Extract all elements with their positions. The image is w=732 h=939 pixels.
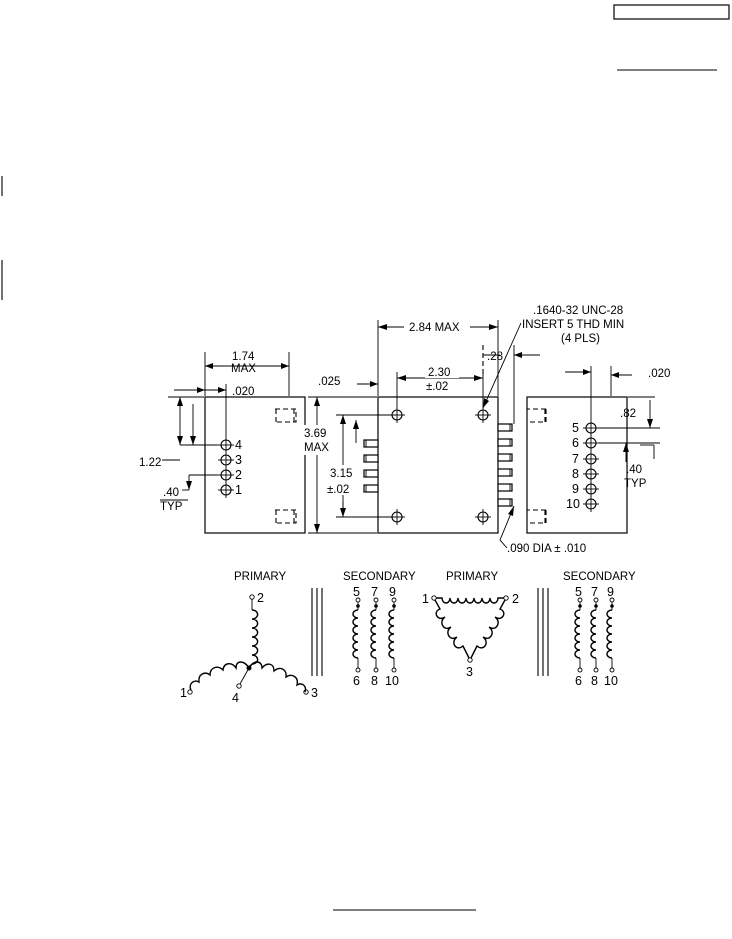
delta-terminal-3: 3 bbox=[466, 665, 473, 679]
delta-sec-bottom-8: 8 bbox=[591, 674, 598, 688]
wye-sec-top-9: 9 bbox=[389, 585, 396, 599]
pin-dia-note: .090 DIA ± .010 bbox=[507, 543, 586, 555]
left-pin-2 bbox=[218, 467, 234, 483]
right-end-view: 5 6 7 8 9 10 .020 .82 .40 TYP bbox=[526, 366, 670, 534]
right-row-offset: .82 bbox=[620, 408, 636, 420]
wye-terminal-2: 2 bbox=[257, 591, 264, 605]
height-value: 3.69 bbox=[304, 428, 326, 440]
wye-sec-top-5: 5 bbox=[353, 585, 360, 599]
delta-sec-top-7: 7 bbox=[591, 585, 598, 599]
overall-width: 2.84 MAX bbox=[409, 322, 460, 334]
delta-terminal-2: 2 bbox=[512, 592, 519, 606]
left-pin-label-4: 4 bbox=[235, 438, 242, 452]
thread-note-line2: INSERT 5 THD MIN bbox=[522, 319, 624, 331]
mount-spacing-value: 2.30 bbox=[428, 367, 450, 379]
right-pin-label-5: 5 bbox=[572, 421, 579, 435]
left-pin-dia: .020 bbox=[232, 386, 254, 398]
delta-sec-top-5: 5 bbox=[575, 585, 582, 599]
left-end-view: 4 3 2 1 1.74 MAX .020 1.22 .40 TYP bbox=[139, 351, 306, 534]
delta-schematic: PRIMARY SECONDARY 1 2 3 bbox=[422, 571, 636, 688]
left-pin-label-2: 2 bbox=[235, 468, 242, 482]
stud-offset: .28 bbox=[487, 351, 503, 363]
delta-sec-bottom-6: 6 bbox=[575, 674, 582, 688]
hole-spacing-tol: ±.02 bbox=[327, 484, 349, 496]
left-width-word: MAX bbox=[231, 363, 256, 375]
wye-schematic: PRIMARY SECONDARY 2 1 3 4 bbox=[180, 571, 416, 705]
left-pin-1 bbox=[218, 482, 234, 498]
hole-spacing-value: 3.15 bbox=[330, 468, 352, 480]
mount-hole-br bbox=[475, 509, 491, 525]
title-block-box bbox=[613, 4, 730, 20]
right-pitch-word: TYP bbox=[624, 478, 647, 490]
right-pin-6 bbox=[583, 435, 599, 451]
edge-dim: .025 bbox=[318, 376, 340, 388]
thread-note-line3: (4 PLS) bbox=[561, 333, 600, 345]
delta-secondary-title: SECONDARY bbox=[563, 571, 636, 583]
center-left-terminals bbox=[363, 439, 379, 493]
left-pin-3 bbox=[218, 452, 234, 468]
left-pitch-word: TYP bbox=[160, 501, 183, 513]
delta-terminal-1: 1 bbox=[422, 592, 429, 606]
wye-terminal-3: 3 bbox=[311, 686, 318, 700]
left-width-value: 1.74 bbox=[232, 351, 255, 363]
left-pin-label-1: 1 bbox=[235, 483, 242, 497]
right-pin-label-10: 10 bbox=[566, 497, 580, 511]
right-pin-dia: .020 bbox=[648, 368, 670, 380]
wye-terminal-4: 4 bbox=[232, 691, 239, 705]
right-pin-label-8: 8 bbox=[572, 467, 579, 481]
delta-secondary-coils bbox=[574, 597, 615, 673]
right-pitch-value: .40 bbox=[626, 464, 642, 476]
wye-sec-bottom-6: 6 bbox=[353, 674, 360, 688]
left-pitch-value: .40 bbox=[163, 487, 179, 499]
center-right-terminals bbox=[497, 423, 513, 507]
wye-terminal-1: 1 bbox=[180, 686, 187, 700]
left-pin-label-3: 3 bbox=[235, 453, 242, 467]
right-pin-8 bbox=[583, 466, 599, 482]
height-word: MAX bbox=[304, 442, 329, 454]
wye-secondary-coils bbox=[352, 597, 397, 673]
wye-sec-bottom-10: 10 bbox=[385, 674, 399, 688]
wye-sec-top-7: 7 bbox=[371, 585, 378, 599]
left-view-outline bbox=[204, 396, 306, 534]
left-row-offset: 1.22 bbox=[139, 457, 161, 469]
delta-sec-bottom-10: 10 bbox=[604, 674, 618, 688]
right-pin-10 bbox=[583, 496, 599, 512]
right-pin-5 bbox=[583, 420, 599, 436]
center-top-view: 2.84 MAX 2.30 ±.02 .025 .28 3.69 MAX bbox=[302, 305, 624, 555]
right-pin-label-7: 7 bbox=[572, 452, 579, 466]
thread-note-line1: .1640-32 UNC-28 bbox=[533, 305, 623, 317]
delta-sec-top-9: 9 bbox=[607, 585, 614, 599]
left-pin-4 bbox=[218, 437, 234, 453]
wye-secondary-title: SECONDARY bbox=[343, 571, 416, 583]
mount-hole-tr bbox=[475, 407, 491, 423]
wye-primary-title: PRIMARY bbox=[234, 571, 287, 583]
mount-spacing-tol: ±.02 bbox=[426, 381, 448, 393]
right-pin-7 bbox=[583, 451, 599, 467]
wye-sec-bottom-8: 8 bbox=[371, 674, 378, 688]
delta-primary-title: PRIMARY bbox=[446, 571, 499, 583]
right-pin-label-6: 6 bbox=[572, 436, 579, 450]
right-pin-9 bbox=[583, 481, 599, 497]
right-pin-label-9: 9 bbox=[572, 482, 579, 496]
